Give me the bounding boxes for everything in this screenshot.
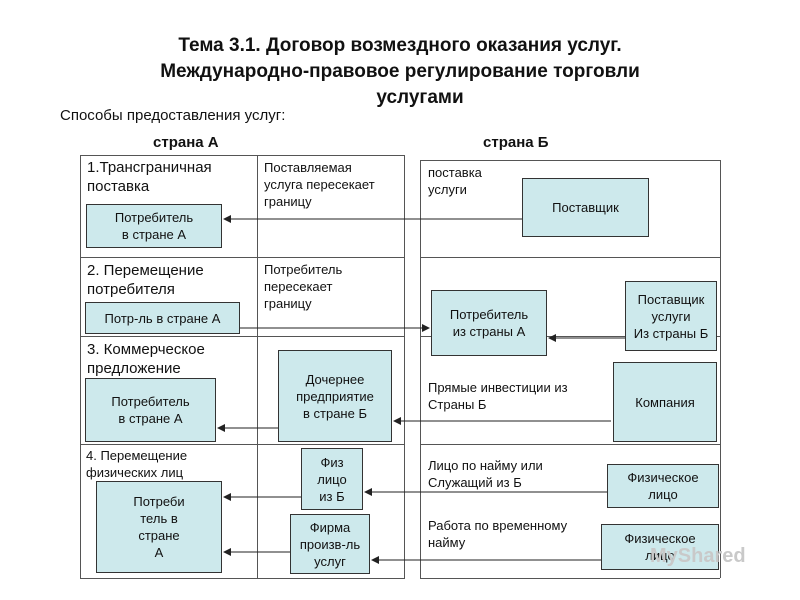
row4-person-b-box-2: Физическое лицо: [601, 524, 719, 570]
row2-consumer-box: Потр-ль в стране А: [85, 302, 240, 334]
row2-consumer-from-a-box: Потребитель из страны А: [431, 290, 547, 356]
header-country-a: страна А: [153, 134, 219, 151]
row4-natural-person-box: Физ лицо из Б: [301, 448, 363, 510]
row4-right-text-2: Работа по временному найму: [428, 518, 568, 550]
grid-line: [404, 155, 405, 578]
row1-supplier-box: Поставщик: [522, 178, 649, 237]
title-line-3: услугами: [376, 87, 464, 108]
row2-mode-label: 2. Перемещение потребителя: [87, 262, 204, 298]
title-line-2: Международно-правовое регулирование торг…: [160, 61, 640, 82]
subtitle: Способы предоставления услуг:: [60, 107, 286, 124]
row3-subsidiary-box: Дочернее предприятие в стране Б: [278, 350, 392, 442]
grid-line: [80, 336, 405, 337]
grid-line: [420, 160, 720, 161]
row1-right-text: поставка услуги: [428, 165, 482, 197]
row4-consumer-box: Потреби тель в стране А: [96, 481, 222, 573]
grid-line: [420, 257, 720, 258]
row3-right-text: Прямые инвестиции из Страны Б: [428, 380, 568, 412]
grid-line: [720, 160, 721, 578]
row1-description: Поставляемая услуга пересекает границу: [264, 160, 375, 209]
grid-line: [80, 155, 405, 156]
row3-consumer-box: Потребитель в стране А: [85, 378, 216, 442]
header-country-b: страна Б: [483, 134, 549, 151]
row3-mode-label: 3. Коммерческое предложение: [87, 341, 205, 377]
grid-line: [257, 155, 258, 578]
grid-line: [80, 257, 405, 258]
row2-supplier-box: Поставщик услуги Из страны Б: [625, 281, 717, 351]
row4-right-text-1: Лицо по найму или Служащий из Б: [428, 458, 543, 490]
row4-person-b-box-1: Физическое лицо: [607, 464, 719, 508]
grid-line: [420, 444, 720, 445]
row4-mode-label: 4. Перемещение физических лиц: [86, 448, 188, 480]
row2-description: Потребитель пересекает границу: [264, 262, 343, 311]
row4-service-firm-box: Фирма произв-ль услуг: [290, 514, 370, 574]
row1-mode-label: 1.Трансграничная поставка: [87, 159, 212, 195]
title-line-1: Тема 3.1. Договор возмездного оказания у…: [178, 35, 622, 56]
watermark-logo: MyShared: [650, 545, 746, 567]
grid-line: [80, 444, 405, 445]
row3-company-box: Компания: [613, 362, 717, 442]
grid-line: [80, 155, 81, 578]
grid-line: [80, 578, 405, 579]
row1-consumer-box: Потребитель в стране А: [86, 204, 222, 248]
grid-line: [420, 336, 720, 337]
grid-line: [420, 160, 421, 578]
grid-line: [420, 578, 720, 579]
